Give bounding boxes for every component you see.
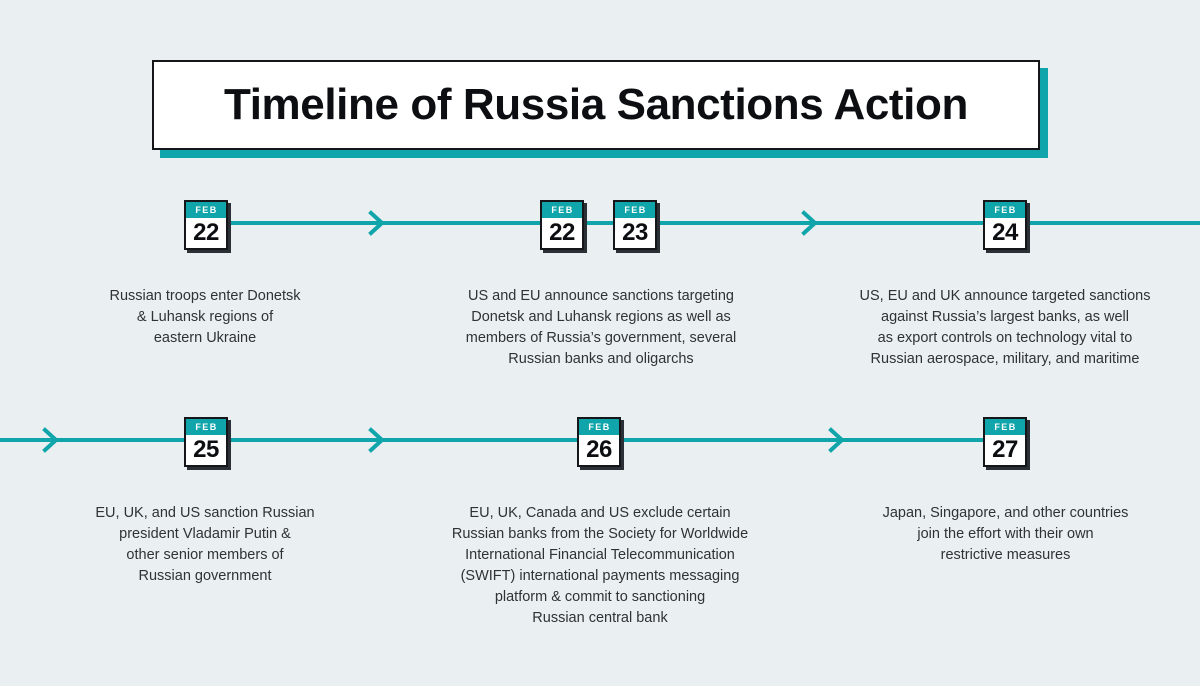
caption-line: US and EU announce sanctions targeting: [467, 288, 734, 304]
caption-line: Russian banks from the Society for World…: [451, 526, 749, 542]
caption-line: US, EU and UK announce targeted sanction…: [859, 288, 1151, 304]
date-marker-feb-22[interactable]: FEB 22: [184, 200, 231, 253]
caption-line: & Luhansk regions of: [136, 309, 274, 325]
marker-month-label: FEB: [985, 419, 1025, 435]
event-caption-feb-26: EU, UK, Canada and US exclude certain Ru…: [430, 503, 770, 629]
arrow-right-icon: [368, 210, 386, 236]
event-caption-feb-22-23: US and EU announce sanctions targeting D…: [437, 286, 765, 370]
title-box: Timeline of Russia Sanctions Action: [152, 60, 1040, 150]
caption-line: as export controls on technology vital t…: [877, 330, 1133, 346]
timeline-line-segment: [1027, 221, 1200, 225]
arrow-right-icon: [368, 427, 386, 453]
timeline-line-segment: [621, 438, 983, 442]
event-caption-feb-24: US, EU and UK announce targeted sanction…: [840, 286, 1170, 370]
marker-month-label: FEB: [579, 419, 619, 435]
timeline-line-segment: [0, 438, 184, 442]
marker-month-label: FEB: [186, 202, 226, 218]
caption-line: members of Russia’s government, several: [465, 330, 737, 346]
caption-line: Donetsk and Luhansk regions as well as: [471, 309, 731, 325]
marker-month-label: FEB: [542, 202, 582, 218]
caption-line: platform & commit to sanctioning: [494, 589, 706, 605]
date-marker-feb-27[interactable]: FEB 27: [983, 417, 1030, 470]
date-marker-feb-24[interactable]: FEB 24: [983, 200, 1030, 253]
caption-line: Russian troops enter Donetsk: [109, 288, 301, 304]
date-marker-feb-26[interactable]: FEB 26: [577, 417, 624, 470]
date-marker-feb-23[interactable]: FEB 23: [613, 200, 660, 253]
marker-body: FEB 26: [577, 417, 621, 467]
timeline-line-segment: [657, 221, 983, 225]
caption-line: International Financial Telecommunicatio…: [465, 547, 735, 563]
date-marker-feb-22b[interactable]: FEB 22: [540, 200, 587, 253]
caption-line: Russian aerospace, military, and maritim…: [870, 351, 1140, 367]
event-caption-feb-27: Japan, Singapore, and other countries jo…: [848, 503, 1163, 566]
marker-day-label: 27: [992, 436, 1018, 463]
timeline-line-segment: [584, 221, 613, 225]
marker-body: FEB 27: [983, 417, 1027, 467]
page-title: Timeline of Russia Sanctions Action: [224, 80, 968, 129]
marker-body: FEB 23: [613, 200, 657, 250]
event-caption-feb-25: EU, UK, and US sanction Russian presiden…: [70, 503, 340, 587]
timeline-track-2: FEB 25 FEB 26 FEB 27: [0, 417, 1200, 470]
marker-day-label: 24: [992, 219, 1018, 246]
arrow-right-icon: [828, 427, 846, 453]
caption-line: EU, UK, Canada and US exclude certain: [469, 505, 731, 521]
caption-line: join the effort with their own: [917, 526, 1094, 542]
marker-body: FEB 22: [184, 200, 228, 250]
caption-line: Russian banks and oligarchs: [508, 351, 694, 367]
marker-month-label: FEB: [985, 202, 1025, 218]
marker-body: FEB 24: [983, 200, 1027, 250]
caption-line: eastern Ukraine: [153, 330, 257, 346]
event-caption-feb-22: Russian troops enter Donetsk & Luhansk r…: [75, 286, 335, 349]
marker-day-label: 23: [622, 219, 648, 246]
date-marker-feb-25[interactable]: FEB 25: [184, 417, 231, 470]
caption-line: (SWIFT) international payments messaging: [460, 568, 740, 584]
caption-line: Russian central bank: [532, 610, 668, 626]
timeline-track-1: FEB 22 FEB 22 FEB 23 FEB 24: [0, 200, 1200, 253]
arrow-right-icon: [801, 210, 819, 236]
caption-line: EU, UK, and US sanction Russian: [95, 505, 315, 521]
caption-line: Russian government: [138, 568, 272, 584]
marker-day-label: 22: [549, 219, 575, 246]
caption-line: Japan, Singapore, and other countries: [882, 505, 1129, 521]
caption-line: restrictive measures: [940, 547, 1071, 563]
caption-line: president Vladamir Putin &: [119, 526, 291, 542]
marker-day-label: 22: [193, 219, 219, 246]
timeline-line-segment: [228, 438, 577, 442]
marker-body: FEB 25: [184, 417, 228, 467]
arrow-right-icon: [42, 427, 60, 453]
caption-line: other senior members of: [126, 547, 284, 563]
marker-body: FEB 22: [540, 200, 584, 250]
caption-line: against Russia’s largest banks, as well: [881, 309, 1129, 325]
marker-month-label: FEB: [186, 419, 226, 435]
marker-month-label: FEB: [615, 202, 655, 218]
marker-day-label: 26: [586, 436, 612, 463]
marker-day-label: 25: [193, 436, 219, 463]
page-title-banner: Timeline of Russia Sanctions Action: [152, 60, 1048, 158]
